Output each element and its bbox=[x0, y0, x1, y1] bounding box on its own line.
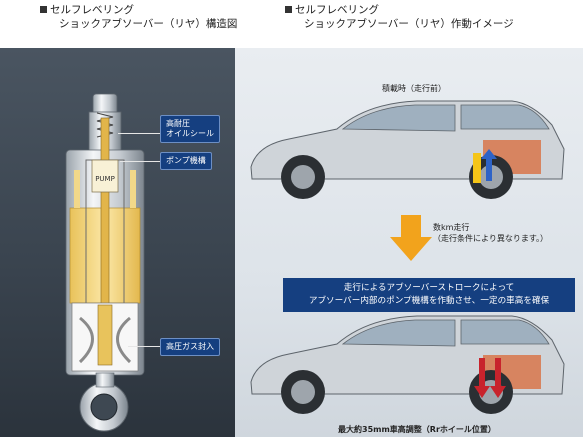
left-heading: セルフレベリング ショックアブソーバー（リヤ）構造図 bbox=[40, 3, 237, 31]
oil-seal-label: 高耐圧 オイルシール bbox=[160, 115, 220, 143]
down-arrow-icon bbox=[390, 215, 432, 261]
oil-seal-label-line1: 高耐圧 bbox=[166, 119, 190, 128]
banner-line1: 走行によるアブソーバーストロークによって bbox=[343, 283, 515, 293]
banner-line2: アブソーバー内部のポンプ機構を作動させ、一定の車高を確保 bbox=[308, 296, 550, 306]
left-heading-line1: セルフレベリング bbox=[50, 4, 134, 16]
bullet-square-icon bbox=[40, 6, 47, 13]
left-heading-line2: ショックアブソーバー（リヤ）構造図 bbox=[59, 18, 238, 30]
pump-leader-line bbox=[120, 161, 160, 162]
oil-seal-leader-line bbox=[118, 133, 160, 134]
right-heading: セルフレベリング ショックアブソーバー（リヤ）作動イメージ bbox=[285, 3, 514, 31]
bottom-caption: 最大約35mm車高調整（Rrホイール位置） bbox=[338, 425, 496, 434]
arrow-caption-line1: 数km走行 bbox=[433, 223, 470, 232]
arrow-caption: 数km走行 （走行条件により異なります。） bbox=[433, 222, 548, 244]
car-before-illustration bbox=[250, 100, 565, 199]
top-caption: 積載時（走行前） bbox=[382, 84, 446, 93]
process-banner: 走行によるアブソーバーストロークによって アブソーバー内部のポンプ機構を作動させ… bbox=[283, 278, 575, 312]
right-heading-line1: セルフレベリング bbox=[295, 4, 379, 16]
gas-label: 高圧ガス封入 bbox=[160, 338, 220, 356]
pump-label: ポンプ機構 bbox=[160, 152, 212, 170]
arrow-caption-line2: （走行条件により異なります。） bbox=[433, 234, 549, 243]
oil-seal-label-line2: オイルシール bbox=[166, 129, 214, 138]
svg-text:PUMP: PUMP bbox=[95, 175, 115, 183]
bullet-square-icon bbox=[285, 6, 292, 13]
gas-leader-line bbox=[128, 346, 160, 347]
car-after-illustration bbox=[250, 315, 565, 414]
right-heading-line2: ショックアブソーバー（リヤ）作動イメージ bbox=[304, 18, 514, 30]
